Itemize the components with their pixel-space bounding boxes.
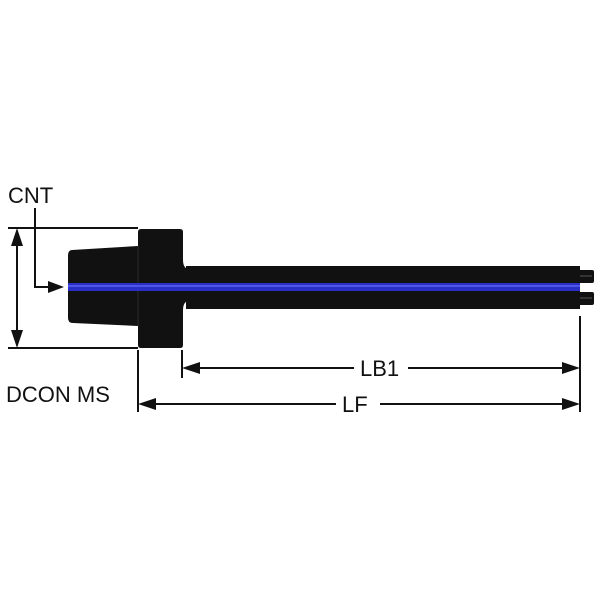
lb1-arrow-right [562,362,580,374]
tool-body [68,229,594,348]
lf-arrow-left [138,398,156,410]
cnt-label: CNT [8,183,53,208]
lf-arrow-right [562,398,580,410]
cnt-leader [34,208,50,288]
dimension-lf [137,350,580,412]
dcon-ms-label: DCON MS [6,382,110,407]
dimension-lb1 [181,316,581,412]
lf-label: LF [342,392,368,417]
dimension-dcon-ms [8,227,138,349]
dcon-arrow-top [11,228,23,246]
lb1-arrow-left [182,362,200,374]
dimension-cnt [34,208,64,293]
coolant-channel-highlight [68,285,580,287]
lb1-label: LB1 [360,356,399,381]
dcon-arrow-bottom [11,330,23,348]
cnt-arrow [48,281,64,293]
